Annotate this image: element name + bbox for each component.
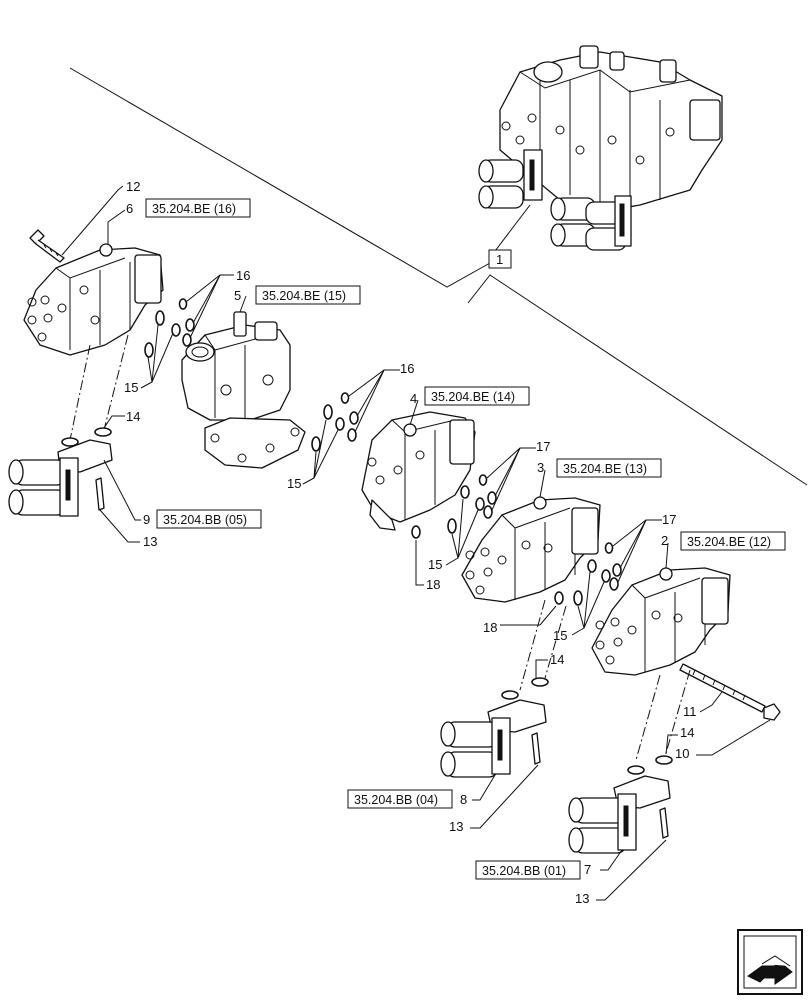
svg-text:6: 6 <box>126 201 133 216</box>
svg-text:35.204.BE (13): 35.204.BE (13) <box>563 462 647 476</box>
coupler-assembly-8: 14 8 35.204.BB (04) 13 <box>347 652 564 834</box>
svg-text:15: 15 <box>553 628 567 643</box>
svg-text:35.204.BE (12): 35.204.BE (12) <box>687 535 771 549</box>
o-rings-15-16-mid: 16 15 <box>287 361 414 491</box>
svg-text:35.204.BB (04): 35.204.BB (04) <box>354 793 438 807</box>
o-rings-15-17-section2: 17 15 <box>553 512 676 643</box>
svg-text:16: 16 <box>400 361 414 376</box>
svg-text:14: 14 <box>550 652 564 667</box>
svg-text:18: 18 <box>483 620 497 635</box>
svg-text:13: 13 <box>575 891 589 906</box>
svg-text:35.204.BB (05): 35.204.BB (05) <box>163 513 247 527</box>
tie-rod-11: 11 <box>679 663 766 719</box>
svg-text:12: 12 <box>126 179 140 194</box>
svg-text:17: 17 <box>662 512 676 527</box>
svg-text:14: 14 <box>126 409 140 424</box>
o-ring-18-left: 18 <box>411 525 440 592</box>
svg-text:17: 17 <box>536 439 550 454</box>
svg-text:7: 7 <box>584 862 591 877</box>
valve-section-3: 3 35.204.BE (13) <box>461 458 662 603</box>
svg-text:2: 2 <box>661 533 668 548</box>
valve-assembly-complete <box>478 45 723 251</box>
svg-text:8: 8 <box>460 792 467 807</box>
valve-section-4: 4 35.204.BE (14) <box>361 386 530 531</box>
svg-text:14: 14 <box>680 725 694 740</box>
centerlines-lower <box>519 599 691 761</box>
o-rings-15-17-section3: 17 15 <box>428 439 550 572</box>
svg-text:15: 15 <box>287 476 301 491</box>
callout-1: 1 <box>488 204 531 269</box>
valve-section-6: 6 35.204.BE (16) <box>23 198 251 356</box>
svg-text:35.204.BB (01): 35.204.BB (01) <box>482 864 566 878</box>
svg-text:15: 15 <box>428 557 442 572</box>
svg-text:35.204.BE (16): 35.204.BE (16) <box>152 202 236 216</box>
next-page-arrow-icon[interactable] <box>737 929 803 995</box>
coupler-assembly-9: 14 9 35.204.BB (05) 13 <box>8 409 262 549</box>
svg-text:18: 18 <box>426 577 440 592</box>
valve-section-2: 2 35.204.BE (12) <box>591 531 786 676</box>
svg-text:13: 13 <box>449 819 463 834</box>
svg-text:5: 5 <box>234 288 241 303</box>
assembly-separator-lines <box>69 67 808 486</box>
svg-text:1: 1 <box>496 252 503 267</box>
centerlines-6 <box>69 334 129 441</box>
svg-text:15: 15 <box>124 380 138 395</box>
o-rings-15-16-upper: 16 15 <box>124 268 250 395</box>
bolt-12: 12 <box>29 179 140 263</box>
svg-text:9: 9 <box>143 512 150 527</box>
svg-text:4: 4 <box>410 391 417 406</box>
valve-section-5: 5 35.204.BE (15) <box>181 285 361 469</box>
svg-text:10: 10 <box>675 746 689 761</box>
coupler-assembly-7: 14 7 35.204.BB (01) 13 <box>475 725 694 906</box>
svg-text:16: 16 <box>236 268 250 283</box>
svg-text:3: 3 <box>537 460 544 475</box>
o-ring-18-middle: 18 <box>483 591 564 635</box>
svg-text:11: 11 <box>683 704 697 719</box>
svg-text:35.204.BE (14): 35.204.BE (14) <box>431 390 515 404</box>
svg-text:13: 13 <box>143 534 157 549</box>
svg-text:35.204.BE (15): 35.204.BE (15) <box>262 289 346 303</box>
nut-10: 10 <box>675 703 781 761</box>
